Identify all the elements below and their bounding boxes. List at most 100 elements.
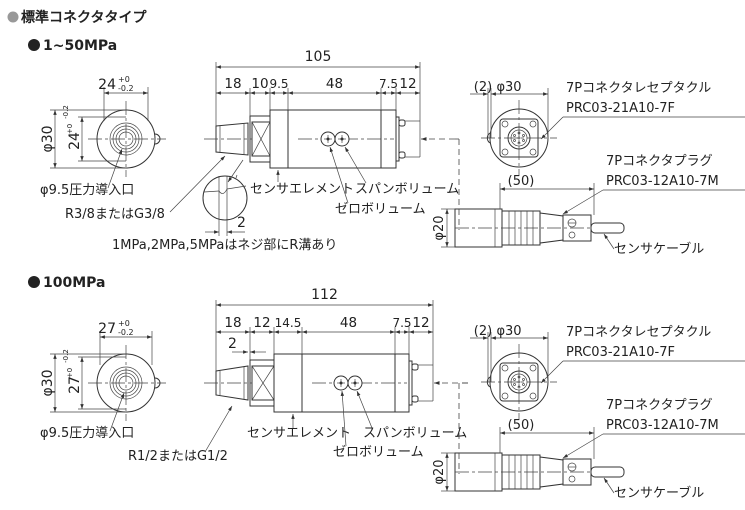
pin-icon	[513, 378, 516, 381]
segment-length-label: 12	[399, 76, 416, 92]
zero-leader	[329, 146, 349, 204]
detail-line	[226, 185, 247, 190]
segment-length-label: 7.5	[392, 316, 411, 330]
pin-icon	[522, 383, 525, 386]
thread-leader	[169, 155, 226, 213]
sensor-element-label: センサエレメント	[250, 182, 354, 197]
pin-icon	[513, 139, 516, 142]
zero-volume-label: ゼロボリューム	[335, 202, 426, 217]
detail-line	[203, 190, 220, 193]
cable-label: センサケーブル	[614, 485, 704, 501]
bolt-icon	[529, 392, 537, 400]
tolerance-minus: -0.2	[62, 105, 70, 119]
plug-length-label: (50)	[508, 174, 535, 189]
step-dimension-label: 2	[228, 336, 237, 352]
clamp-screw-icon	[568, 475, 576, 483]
tolerance-minus: -0.2	[118, 328, 134, 337]
segment-length-label: 12	[253, 315, 270, 331]
zero-volume-label: ゼロボリューム	[333, 445, 424, 460]
cable-leader	[603, 233, 615, 250]
segment-length-label: 48	[326, 76, 343, 92]
tolerance-minus: -0.2	[118, 84, 134, 93]
diameter-label: φ30	[40, 369, 56, 396]
connector-pin	[398, 119, 406, 127]
tolerance-minus: -0.2	[62, 349, 70, 363]
volume-center	[340, 137, 344, 141]
pin-icon	[513, 134, 516, 137]
segment-length-label: 18	[224, 315, 241, 331]
receptacle-name: 7Pコネクタレセプタクル	[566, 325, 711, 340]
connector-pin	[411, 395, 419, 403]
bolt-icon	[529, 364, 537, 372]
segment-length-label: 14.5	[275, 316, 302, 330]
bolt-icon	[501, 148, 509, 156]
plug-part-number: PRC03-12A10-7M	[606, 174, 719, 189]
bolt-icon	[529, 120, 537, 128]
segment-length-label: 18	[224, 76, 241, 92]
bolt-icon	[529, 148, 537, 156]
header-bullet-icon	[7, 11, 19, 23]
tolerance-plus: +0	[66, 124, 74, 134]
detail-circle	[202, 175, 248, 221]
sensor-cable	[590, 222, 625, 234]
receptacle-leader	[540, 360, 564, 384]
groove-dimension-label: 2	[237, 215, 246, 231]
plug-leader	[562, 189, 604, 215]
tolerance-plus: +0	[118, 319, 130, 328]
thread-label: R1/2またはG1/2	[128, 449, 228, 464]
zero-leader	[340, 390, 347, 447]
sensor-cable	[590, 466, 625, 478]
groove-shape	[218, 188, 228, 194]
receptacle-view: (2) φ30 7Pコネクタレセプタクル PRC03-21A10-7F	[470, 324, 745, 420]
receptacle-name: 7Pコネクタレセプタクル	[566, 81, 711, 96]
width-dimension-label: 27	[98, 321, 116, 337]
receptacle-leader	[540, 116, 564, 140]
segment-length-label: 48	[340, 315, 357, 331]
thread-leader	[204, 405, 233, 453]
segment-length-label: 9.5	[269, 77, 288, 91]
diameter-label: φ30	[40, 125, 56, 152]
inlet-leader	[107, 148, 123, 189]
receptacle-diameter-label: φ30	[496, 324, 521, 339]
connector-pin	[398, 151, 406, 159]
section-title: 100MPa	[43, 275, 106, 291]
volume-center	[353, 381, 357, 385]
segment-length-label: 7.5	[379, 77, 398, 91]
pin-icon	[522, 139, 525, 142]
height-dimension-label: 27	[67, 376, 83, 394]
clamp-screw-icon	[568, 231, 576, 239]
pin-icon	[522, 378, 525, 381]
pin-icon	[522, 134, 525, 137]
span-volume-label: スパンボリューム	[355, 182, 459, 197]
volume-center	[339, 381, 343, 385]
plug-diameter-label: φ20	[432, 215, 447, 240]
plug-length-label: (50)	[508, 418, 535, 433]
cable-label: センサケーブル	[614, 241, 704, 257]
page-title: 標準コネクタタイプ	[21, 9, 147, 26]
receptacle-gap-label: (2)	[474, 324, 492, 339]
plug-diameter-label: φ20	[432, 459, 447, 484]
plug-part-number: PRC03-12A10-7M	[606, 418, 719, 433]
total-length-label: 112	[311, 287, 338, 303]
width-dimension-label: 24	[98, 77, 116, 93]
height-dimension-label: 24	[67, 132, 83, 150]
plug-leader	[562, 433, 604, 459]
bolt-icon	[501, 120, 509, 128]
receptacle-gap-label: (2)	[474, 80, 492, 95]
thread-label: R3/8またはG3/8	[65, 207, 165, 222]
pin-icon	[513, 383, 516, 386]
tolerance-plus: +0	[66, 368, 74, 378]
connector-pin	[411, 363, 419, 371]
plug-name: 7Pコネクタプラグ	[606, 154, 713, 169]
inlet-leader	[109, 392, 125, 432]
sensor-element-label: センサエレメント	[247, 426, 351, 441]
cable-leader	[603, 477, 615, 494]
receptacle-part-number: PRC03-21A10-7F	[566, 345, 675, 360]
